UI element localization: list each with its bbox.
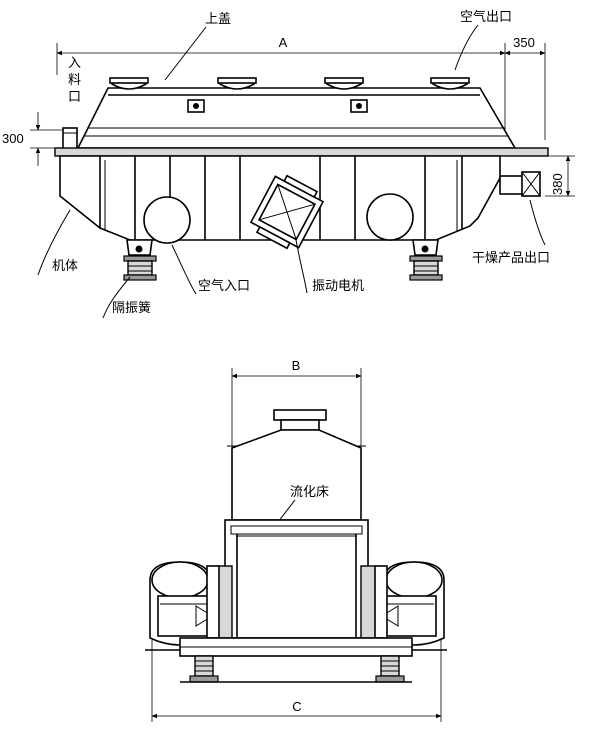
dimension-c-label: C	[292, 699, 301, 714]
air-outlet-label: 空气出口	[460, 9, 512, 25]
vibration-isolator-right	[409, 239, 443, 281]
dimension-380: 380	[545, 155, 575, 197]
end-view-air-outlet	[273, 409, 327, 421]
dimension-300-label: 300	[2, 131, 24, 146]
dry-product-outlet-label: 干燥产品出口	[472, 251, 550, 266]
end-view-body	[224, 519, 369, 639]
vibration-motor-label: 振动电机	[312, 279, 364, 294]
main-flange	[54, 147, 549, 157]
dimension-350: 350	[504, 35, 546, 140]
dimension-300: 300	[2, 112, 66, 166]
machine-body-label: 机体	[52, 259, 78, 274]
end-view-hood	[231, 429, 362, 521]
air-inlet-right	[366, 193, 414, 241]
end-view-base	[145, 637, 447, 683]
dimension-a: A	[56, 35, 506, 140]
top-cover	[76, 87, 517, 149]
feed-inlet-label-3: 口	[68, 90, 81, 105]
vibration-isolator-left	[123, 239, 157, 281]
feed-inlet-pipe	[62, 127, 78, 151]
feed-inlet-label-1: 入	[68, 56, 81, 71]
top-cover-label: 上盖	[205, 12, 231, 27]
end-view: B 流化床	[145, 358, 447, 722]
end-view-motor-left	[149, 561, 220, 646]
feed-inlet-label-2: 料	[68, 73, 81, 88]
air-outlet-ports	[109, 77, 470, 90]
vibration-motor	[249, 174, 325, 250]
air-inlet-label: 空气入口	[198, 278, 250, 294]
end-view-motor-right	[374, 561, 445, 646]
dimension-350-label: 350	[513, 35, 535, 50]
fluid-bed-label: 流化床	[290, 485, 329, 500]
vibration-isolator-label: 隔振簧	[112, 300, 151, 316]
dimension-b-label: B	[292, 358, 301, 373]
dimension-c: C	[151, 640, 442, 722]
dimension-380-label: 380	[550, 173, 565, 195]
dimension-a-label: A	[279, 35, 288, 50]
air-inlet-left	[143, 196, 191, 244]
dry-product-outlet	[499, 171, 541, 197]
side-view: A 350 上盖 空气出口 入 料 口 300	[2, 9, 575, 319]
dimension-b: B	[231, 358, 362, 448]
